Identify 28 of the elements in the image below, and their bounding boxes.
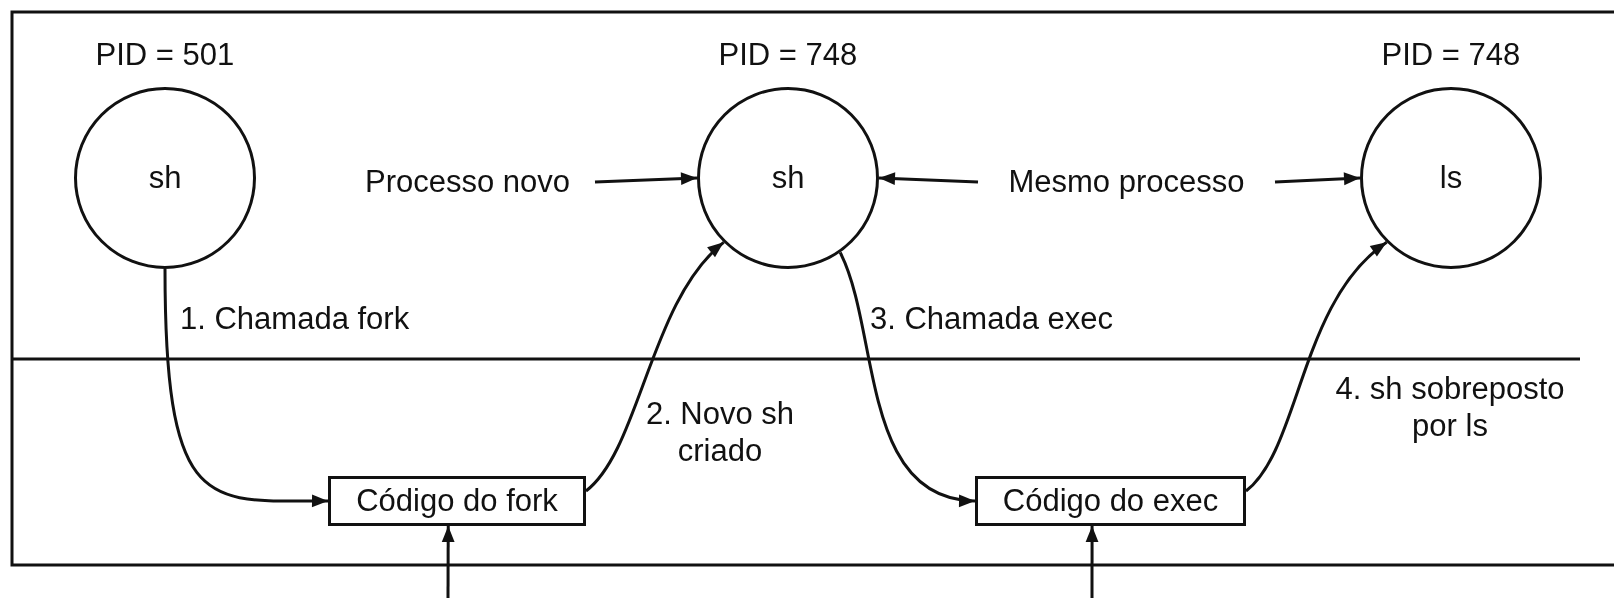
process-circle <box>74 87 256 269</box>
code-box <box>328 476 586 526</box>
process-circle <box>697 87 879 269</box>
pid-label: PID = 748 <box>718 37 858 73</box>
process-circle <box>1360 87 1542 269</box>
process-name: sh <box>771 160 805 196</box>
code-box <box>975 476 1246 526</box>
edge-label: 4. sh sobreposto por ls <box>1334 370 1566 445</box>
arrow <box>163 268 328 508</box>
arrow-label: Processo novo <box>340 160 595 204</box>
arrow <box>1085 526 1099 598</box>
process-name: Código do fork <box>356 483 558 519</box>
edge-label: 2. Novo sh criado <box>644 395 796 470</box>
process-name: sh <box>148 160 182 196</box>
edge-label: 1. Chamada fork <box>180 300 410 338</box>
arrow <box>878 172 979 186</box>
arrow <box>1274 172 1361 186</box>
process-name: ls <box>1439 160 1463 196</box>
arrow <box>441 526 455 598</box>
edge-label: 3. Chamada exec <box>870 300 1113 338</box>
arrow <box>838 251 976 506</box>
pid-label: PID = 501 <box>95 37 235 73</box>
arrow-label: Mesmo processo <box>978 160 1275 204</box>
arrow <box>594 172 698 185</box>
process-name: Código do exec <box>1002 483 1219 519</box>
pid-label: PID = 748 <box>1381 37 1521 73</box>
arrow <box>1244 241 1388 493</box>
arrow <box>584 241 725 493</box>
